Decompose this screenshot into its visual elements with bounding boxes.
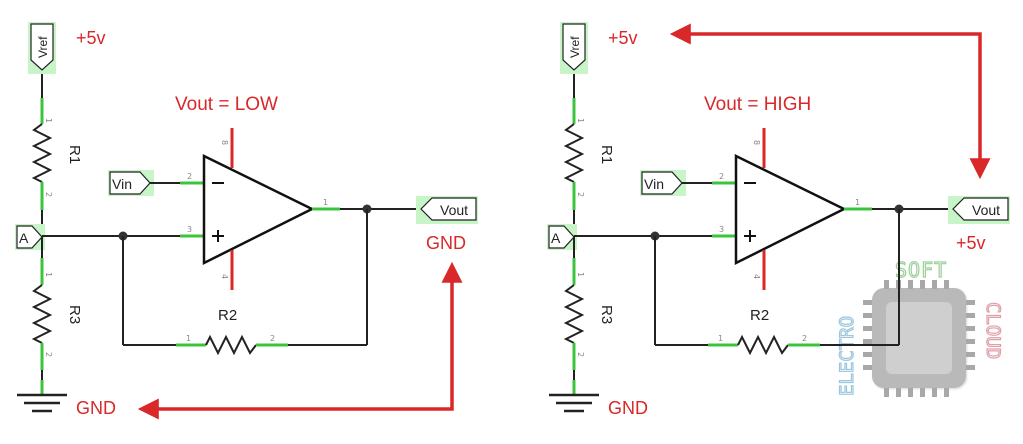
watermark-logo: SOFT ELECTRO CLOUD	[835, 257, 1005, 397]
vref-voltage-label: +5v	[76, 28, 106, 48]
svg-text:4: 4	[752, 274, 761, 279]
node-a-label: A	[551, 230, 561, 246]
gnd-connection-arrow	[137, 261, 463, 420]
ground-symbol	[549, 393, 599, 413]
svg-text:2: 2	[270, 334, 275, 343]
vin-port: Vin	[108, 170, 154, 196]
vin-port: Vin	[640, 170, 686, 196]
r1-label: R1	[598, 145, 615, 164]
resistor-r1	[31, 123, 53, 183]
left-circuit: Vref +5v 1 R1 2 A 3 1 R3 2	[15, 22, 478, 420]
svg-text:1: 1	[323, 198, 328, 207]
r1-pin-1-num: 1	[44, 118, 53, 123]
svg-text:2: 2	[44, 192, 53, 197]
svg-text:2: 2	[719, 172, 724, 181]
output-state-label: Vout = LOW	[175, 94, 278, 115]
vin-label: Vin	[112, 176, 132, 192]
svg-text:2: 2	[576, 192, 585, 197]
vout-label: Vout	[440, 202, 468, 218]
r3-label: R3	[598, 305, 615, 324]
svg-text:1: 1	[718, 334, 723, 343]
svg-text:2: 2	[187, 172, 192, 181]
vout-port: Vout	[948, 196, 1010, 224]
node-a-port: A	[15, 224, 45, 250]
svg-text:2: 2	[576, 352, 585, 357]
svg-text:4: 4	[220, 274, 229, 279]
watermark-text-left: ELECTRO	[836, 316, 858, 396]
vref-voltage-label: +5v	[608, 28, 638, 48]
output-state-label: Vout = HIGH	[704, 94, 811, 115]
svg-text:2: 2	[802, 334, 807, 343]
resistor-r1	[563, 123, 585, 183]
out-rail-label: GND	[426, 233, 466, 253]
svg-text:8: 8	[752, 140, 761, 145]
svg-text:1: 1	[186, 334, 191, 343]
r1-label: R1	[66, 145, 83, 164]
svg-text:1: 1	[855, 198, 860, 207]
r3-label: R3	[66, 305, 83, 324]
svg-text:3: 3	[187, 225, 192, 234]
resistor-r3	[563, 284, 585, 344]
vref-label: Vref	[36, 36, 50, 58]
node-a-port: A	[547, 224, 577, 250]
vout-label: Vout	[972, 202, 1000, 218]
right-circuit: Vref +5v 1 R1 2 A 3 1 R3 2	[547, 22, 1010, 418]
bottom-gnd-label: GND	[608, 398, 648, 418]
op-amp: 8 4	[734, 128, 847, 290]
bottom-gnd-label: GND	[76, 398, 116, 418]
svg-text:1: 1	[576, 118, 585, 123]
svg-text:1: 1	[44, 272, 53, 277]
op-amp: 8 4	[202, 128, 315, 290]
node-a-label: A	[19, 230, 29, 246]
vin-label: Vin	[644, 176, 664, 192]
resistor-r2	[205, 334, 257, 356]
watermark-text-right: CLOUD	[982, 302, 1004, 359]
vref-port: Vref	[28, 22, 56, 74]
svg-text:3: 3	[719, 225, 724, 234]
r2-label: R2	[750, 307, 769, 324]
r2-label: R2	[218, 307, 237, 324]
svg-text:2: 2	[44, 352, 53, 357]
svg-text:8: 8	[220, 140, 229, 145]
resistor-r3	[31, 284, 53, 344]
vref-label: Vref	[568, 36, 582, 58]
vcc-connection-arrow	[669, 23, 991, 180]
ground-symbol	[17, 393, 67, 413]
resistor-r2	[737, 334, 789, 356]
vref-port: Vref	[560, 22, 588, 74]
watermark-text-top: SOFT	[895, 258, 947, 282]
out-rail-label: +5v	[956, 233, 986, 253]
vout-port: Vout	[416, 196, 478, 224]
svg-text:1: 1	[576, 272, 585, 277]
